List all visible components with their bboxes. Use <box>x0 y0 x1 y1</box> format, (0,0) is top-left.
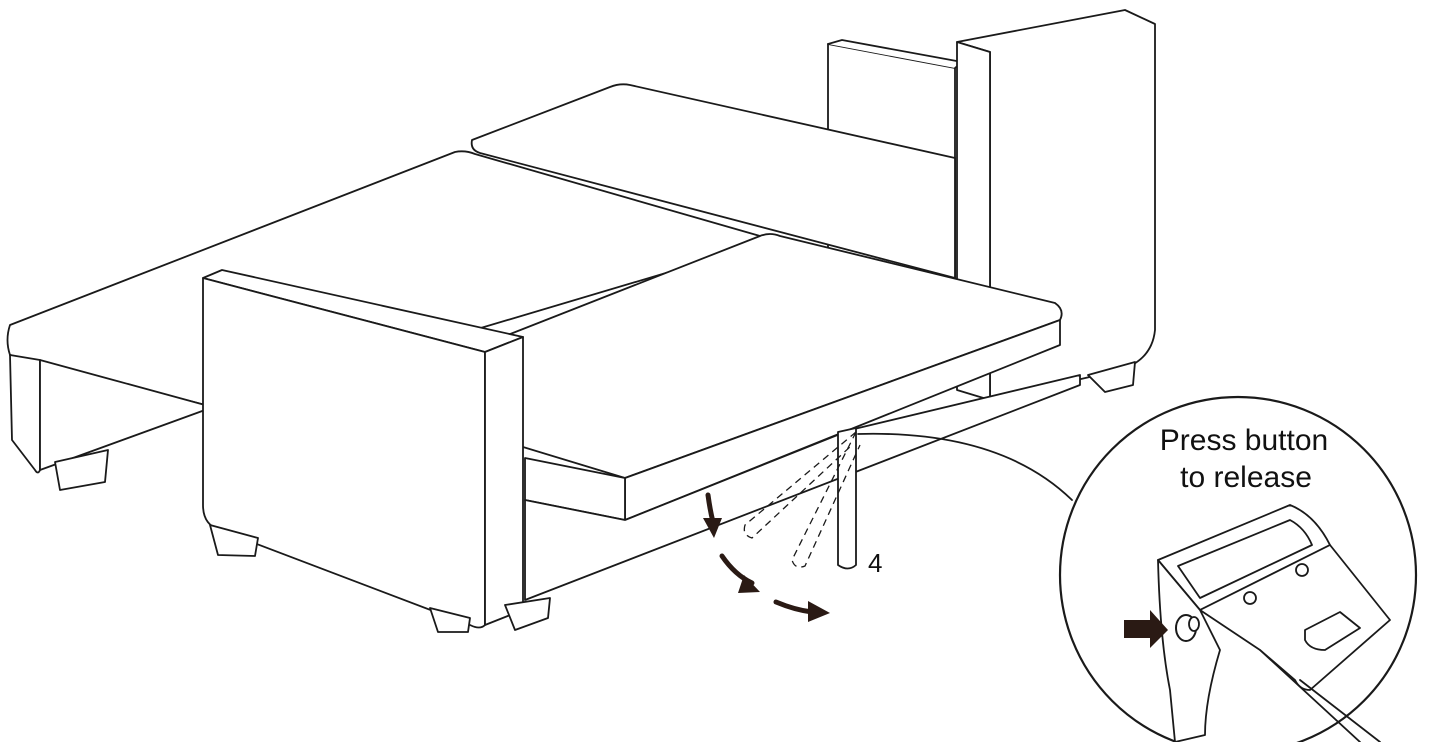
leg-swing-paths <box>743 431 861 568</box>
press-arrow-icon <box>1124 610 1168 648</box>
callout-leader-line <box>857 432 1073 501</box>
callout-text-line2: to release <box>1180 461 1312 494</box>
detail-callout: Press button to release <box>1058 395 1418 747</box>
motion-arrow-icon <box>703 492 830 622</box>
hinge-bracket <box>1157 504 1391 743</box>
step-number: 4 <box>868 548 882 578</box>
front-armrest <box>202 269 551 633</box>
support-frame <box>524 374 1081 601</box>
left-seat-base <box>6 150 761 491</box>
callout-text-line1: Press button <box>1160 424 1328 457</box>
back-cushion <box>470 83 956 279</box>
